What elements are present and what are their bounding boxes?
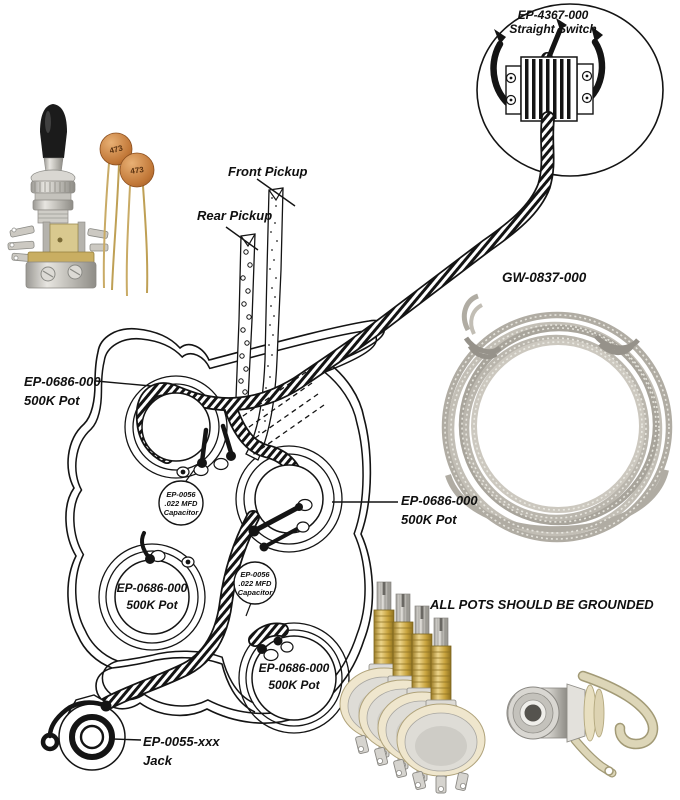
pot-bottom-right-label: EP-0686-000 500K Pot	[258, 661, 330, 692]
grounding-note: ALL POTS SHOULD BE GROUNDED	[430, 597, 654, 612]
leader-lines	[95, 178, 398, 741]
pot-bottom-left-label: EP-0686-000 500K Pot	[116, 581, 188, 612]
capacitor-lower-label: EP-0056 .022 MFD Capacitor	[237, 570, 273, 597]
capacitor-marking: 473	[130, 165, 145, 176]
switch-part-name: Straight Switch	[509, 22, 597, 36]
pot-right-label: EP-0686-000 500K Pot	[401, 493, 478, 527]
toggle-switch-photo	[7, 104, 109, 289]
pot-drawings	[114, 392, 337, 721]
jack-label: EP-0055-xxx Jack	[143, 734, 220, 768]
dashed-guides	[232, 371, 325, 457]
pot-top-left-label: EP-0686-000 500K Pot	[24, 374, 101, 408]
cavity-outline	[65, 319, 386, 734]
switch-part-number: EP-4367-000	[517, 8, 589, 22]
wire-coil-photo	[441, 293, 673, 543]
capacitor-upper-label: EP-0056 .022 MFD Capacitor	[163, 490, 199, 517]
rear-pickup-label: Rear Pickup	[197, 208, 273, 223]
switch-callout-label: EP-4367-000 Straight Switch	[473, 8, 633, 36]
capacitor-marking: 473	[109, 143, 125, 155]
braided-wire-label: GW-0837-000	[502, 270, 587, 285]
jack-drawing	[40, 694, 126, 771]
front-pickup-label: Front Pickup	[228, 164, 308, 179]
output-jack-photo	[506, 670, 659, 778]
disc-capacitors-photo: 473 473	[99, 132, 155, 297]
capacitor-callouts	[158, 469, 277, 617]
